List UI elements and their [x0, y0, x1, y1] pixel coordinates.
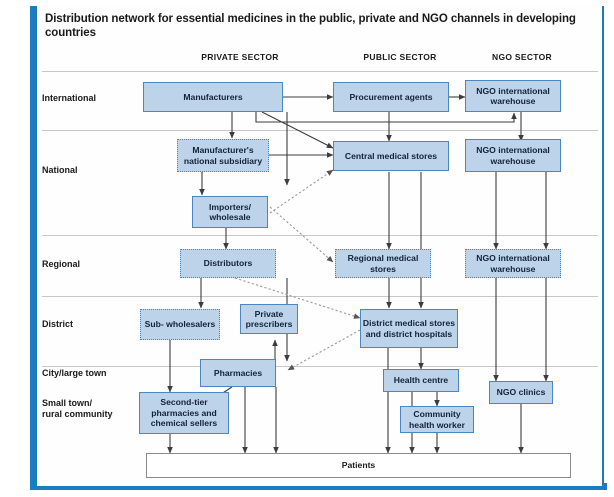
node-sub-wholesalers[interactable]: Sub- wholesalers [140, 309, 220, 340]
node-district-medical-stores-and-hospitals[interactable]: District medical stores and district hos… [360, 309, 458, 348]
node-private-prescribers[interactable]: Private prescribers [240, 304, 298, 334]
divider-international-top [42, 71, 598, 72]
divider-regional-top [42, 235, 598, 236]
frame-bottom-bar [30, 483, 607, 490]
tier-label-regional: Regional [42, 259, 81, 269]
node-distributors[interactable]: Distributors [180, 249, 276, 278]
node-central-medical-stores[interactable]: Central medical stores [333, 141, 449, 171]
tier-label-national: National [42, 165, 78, 175]
node-ngo-international-warehouse-national[interactable]: NGO international warehouse [465, 139, 561, 172]
node-health-centre[interactable]: Health centre [383, 369, 459, 392]
node-procurement-agents[interactable]: Procurement agents [333, 82, 449, 112]
sector-header-public: PUBLIC SECTOR [363, 52, 437, 62]
figure-title: Distribution network for essential medic… [45, 13, 576, 39]
node-community-health-worker[interactable]: Community health worker [400, 406, 474, 433]
sector-header-private: PRIVATE SECTOR [201, 52, 279, 62]
tier-label-district: District [42, 319, 74, 329]
node-manufacturers[interactable]: Manufacturers [143, 82, 283, 112]
node-second-tier-pharmacies-and-chemical-sellers[interactable]: Second-tier pharmacies and chemical sell… [139, 392, 229, 434]
tier-label-city: City/large town [42, 368, 107, 378]
divider-national-top [42, 130, 598, 131]
frame-left-bar [30, 6, 37, 490]
node-ngo-international-warehouse-international[interactable]: NGO international warehouse [465, 80, 561, 112]
frame-right-bar [600, 6, 604, 486]
node-manufacturers-national-subsidiary[interactable]: Manufacturer's national subsidiary [177, 139, 269, 172]
node-ngo-international-warehouse-regional[interactable]: NGO international warehouse [465, 249, 561, 278]
node-pharmacies[interactable]: Pharmacies [200, 359, 276, 387]
node-regional-medical-stores[interactable]: Regional medical stores [335, 249, 431, 278]
tier-label-international: International [42, 93, 97, 103]
divider-city-top [42, 366, 598, 367]
tier-label-small-town: Small town/ rural community [42, 398, 113, 419]
node-patients[interactable]: Patients [146, 453, 571, 478]
node-ngo-clinics[interactable]: NGO clinics [489, 381, 553, 404]
sector-header-ngo: NGO SECTOR [492, 52, 552, 62]
node-importers-wholesale[interactable]: Importers/ wholesale [192, 196, 268, 228]
divider-district-top [42, 296, 598, 297]
